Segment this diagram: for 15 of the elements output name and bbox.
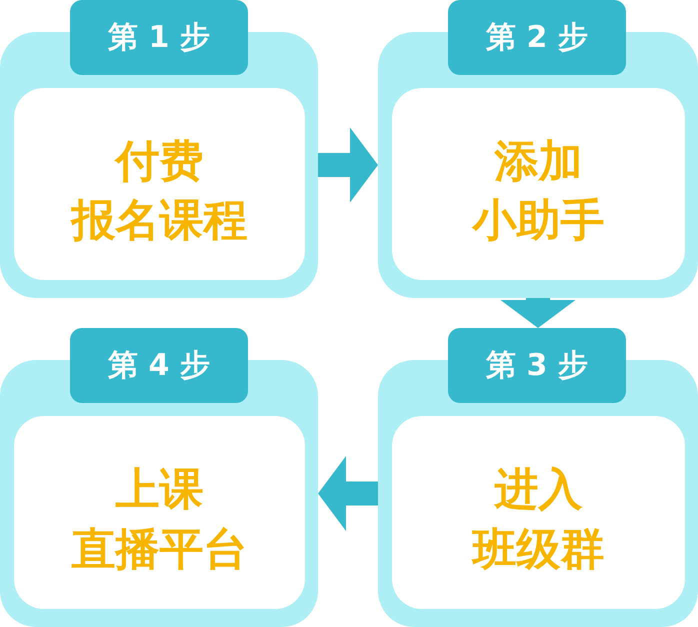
- step-text: 上课直播平台: [72, 463, 248, 576]
- step-text: 付费报名课程: [72, 134, 248, 248]
- arrow: [318, 456, 378, 531]
- step-card: [0, 0, 318, 298]
- step-card: [0, 328, 318, 627]
- arrow: [318, 128, 378, 202]
- step-text: 进入班级群: [472, 463, 604, 576]
- step-card: [378, 0, 698, 298]
- step-text: 添加小助手: [472, 134, 604, 248]
- step-label: 第 1 步: [70, 0, 248, 75]
- step-label: 第 4 步: [70, 328, 248, 403]
- step-label: 第 2 步: [448, 0, 626, 75]
- arrow: [500, 298, 576, 328]
- step-card: [378, 328, 698, 627]
- step-label: 第 3 步: [448, 328, 626, 403]
